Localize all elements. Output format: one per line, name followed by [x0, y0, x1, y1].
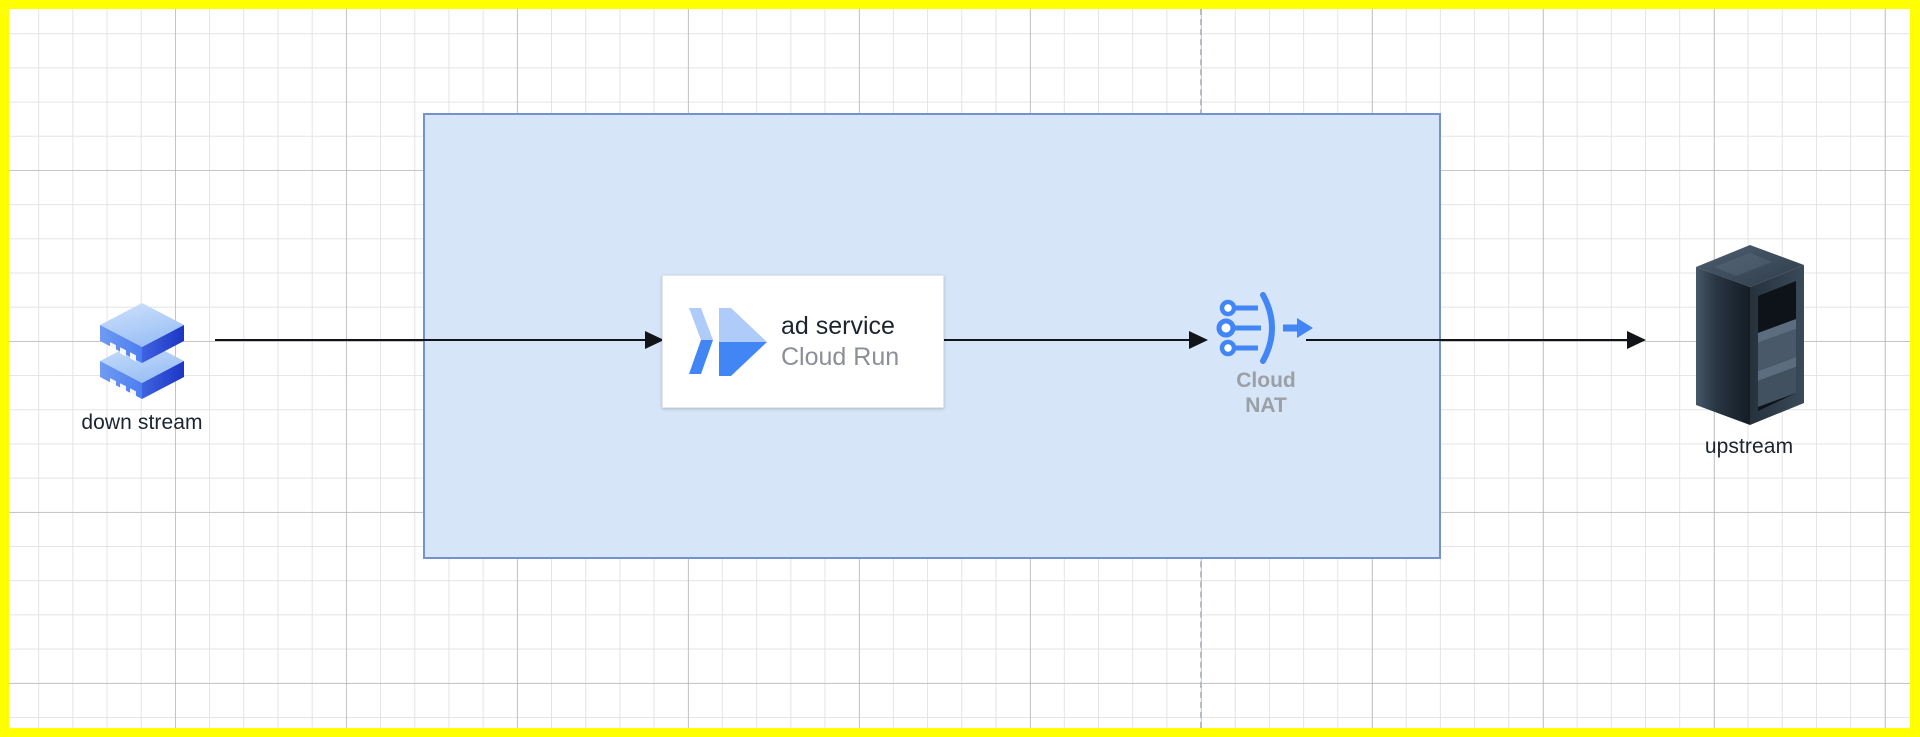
cloud-run-logo	[689, 307, 767, 376]
cloud-nat-icon	[1216, 292, 1313, 364]
cloud-nat-label: Cloud NAT	[1186, 369, 1346, 419]
upstream-label: upstream	[1704, 435, 1794, 458]
cloud-run-subtitle: Cloud Run	[781, 342, 900, 371]
diagram-canvas[interactable]: down stream ad service Cloud Run	[9, 9, 1910, 728]
node-cloud-nat[interactable]: Cloud NAT	[1186, 291, 1346, 419]
ad-service-title: ad service	[781, 312, 895, 340]
connector-ad-service-to-cloud-nat[interactable]	[944, 339, 1206, 341]
node-upstream[interactable]: upstream	[1659, 241, 1839, 459]
downstream-label: down stream	[81, 411, 203, 434]
cloud-nat-label-line2: NAT	[1245, 393, 1287, 417]
server-rack-icon	[1696, 245, 1804, 425]
connector-downstream-to-ad-service[interactable]	[215, 339, 662, 341]
cloud-run-text-block: ad service Cloud Run	[781, 311, 899, 372]
cloud-nat-label-line1: Cloud	[1236, 369, 1296, 392]
server-stack-icon	[98, 287, 186, 399]
connector-cloud-nat-to-upstream[interactable]	[1306, 339, 1644, 341]
node-ad-service-cloud-run[interactable]: ad service Cloud Run	[662, 275, 944, 408]
node-downstream[interactable]: down stream	[67, 287, 217, 435]
